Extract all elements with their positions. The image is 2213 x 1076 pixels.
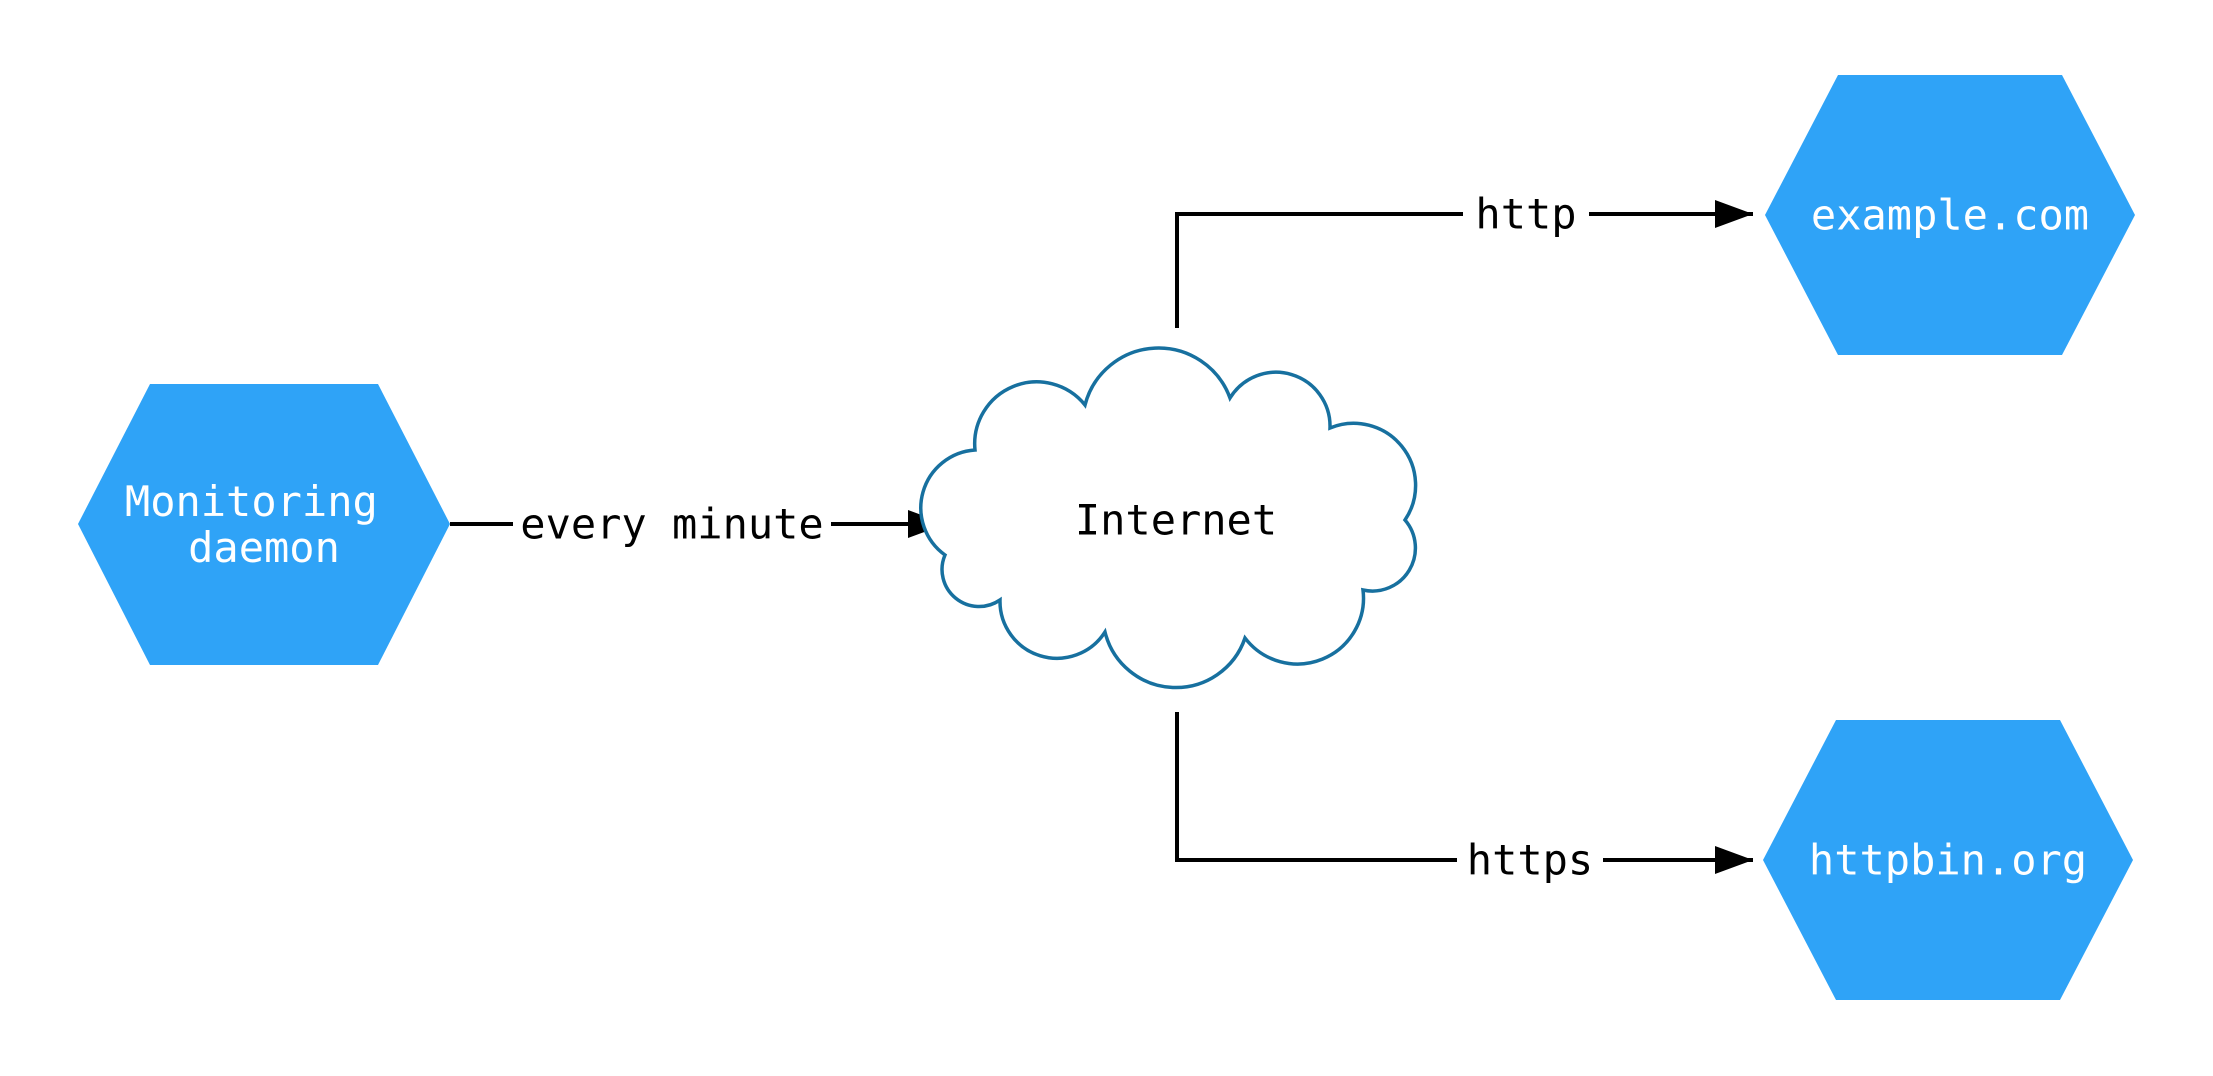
example-com-label: example.com xyxy=(1811,191,2089,240)
internet-label: Internet xyxy=(1075,496,1277,545)
edge-http-elbow xyxy=(1175,212,1463,328)
monitoring-daemon-hexagon xyxy=(78,384,450,665)
edge-http-label: http xyxy=(1475,190,1576,239)
monitoring-daemon-label-line2: daemon xyxy=(188,523,340,572)
monitoring-daemon-label: Monitoring daemon xyxy=(125,477,403,572)
edge-every-minute-label: every minute xyxy=(520,500,823,549)
node-example-com: example.com xyxy=(1765,75,2135,355)
edge-every-minute: every minute xyxy=(450,500,946,549)
node-internet: Internet xyxy=(919,346,1418,690)
edge-https-label: https xyxy=(1467,836,1593,885)
httpbin-org-hexagon xyxy=(1763,720,2133,1000)
internet-cloud xyxy=(919,346,1418,690)
edge-http: http xyxy=(1175,190,1753,328)
httpbin-org-label: httpbin.org xyxy=(1809,836,2087,885)
node-monitoring-daemon: Monitoring daemon xyxy=(78,384,450,665)
edge-https: https xyxy=(1175,712,1753,885)
node-httpbin-org: httpbin.org xyxy=(1763,720,2133,1000)
monitoring-daemon-label-line1: Monitoring xyxy=(125,477,378,526)
edge-https-elbow xyxy=(1175,712,1457,862)
example-com-hexagon xyxy=(1765,75,2135,355)
